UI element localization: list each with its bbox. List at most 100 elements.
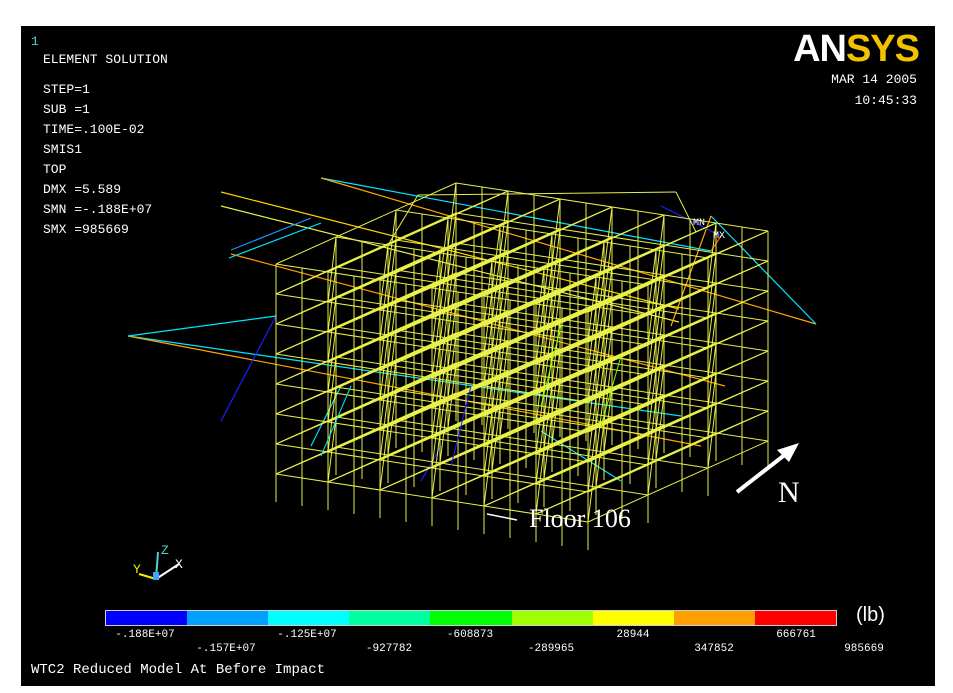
solution-title: ELEMENT SOLUTION [43,52,168,67]
legend-tick-label: -.157E+07 [196,643,256,655]
frame-member [543,383,553,450]
legend-color-band [106,611,188,625]
frame-member [707,342,717,409]
frame-member [655,334,665,401]
frame-member [655,364,665,431]
frame-member [483,290,493,357]
triad-y-label: Y [133,562,141,577]
frame-member [647,309,657,376]
frame-member [491,315,501,382]
triad-x-label: X [175,557,183,572]
frame-member [491,225,501,292]
frame-member [491,345,501,412]
frame-member [483,410,493,477]
frame-member [327,356,337,423]
frame-member [327,326,337,393]
frame-member [595,421,605,488]
param-layer: TOP [43,162,67,177]
frame-member [387,329,397,396]
frame-member [439,337,449,404]
frame-member [417,191,677,196]
legend-unit: (lb) [856,604,885,626]
legend-color-band [754,611,836,625]
frame-member [595,391,605,458]
param-item: SMIS1 [43,142,83,157]
coordinate-triad [138,551,180,580]
frame-member [431,312,441,379]
frame-member [595,241,605,308]
frame-member [551,378,561,445]
north-arrow [735,443,799,494]
ansys-logo: ANSYS [793,28,920,70]
frame-member [483,380,493,447]
legend-tick-label: 28944 [616,629,650,641]
legend-tick-label: -.125E+07 [277,629,337,641]
frame-member [439,247,449,314]
legend-tick-label: -289965 [527,643,575,655]
frame-member [551,198,561,265]
frame-member [275,182,457,265]
wtc2-structural-model [127,177,817,580]
legend-color-band [187,611,269,625]
legend-color-band [268,611,350,625]
param-dmx: DMX =5.589 [43,182,122,197]
frame-member [447,212,457,279]
frame-member [431,432,441,499]
legend-tick-label: -927782 [365,643,413,655]
legend-tick-label: 347852 [694,643,734,655]
frame-member [379,394,389,461]
frame-member [379,364,389,431]
triad-z-label: Z [161,543,169,558]
contour-legend-bar [105,610,837,626]
frame-member [595,301,605,368]
frame-member [439,397,449,464]
frame-member [540,325,562,407]
frame-member [483,440,493,507]
frame-member [603,206,613,273]
frame-member [647,399,657,466]
frame-member [647,339,657,406]
frame-member [447,182,457,249]
frame-member [499,370,509,437]
legend-tick-label: -608873 [446,629,494,641]
frame-member [483,350,493,417]
frame-member [595,271,605,338]
frame-member [707,252,717,319]
frame-member [707,312,717,379]
time-stamp: 10:45:33 [854,93,917,108]
frame-member [491,375,501,442]
frame-member [483,260,493,327]
frame-member [535,328,545,395]
frame-member [551,318,561,385]
legend-color-band [511,611,593,625]
frame-member [379,304,389,371]
frame-member [379,274,389,341]
max-marker: MX [713,231,726,242]
frame-member [379,334,389,401]
frame-member [431,402,441,469]
frame-member [327,386,337,453]
frame-member [587,396,597,463]
frame-member [499,280,509,347]
frame-member [439,367,449,434]
frame-member [439,277,449,344]
frame-member [543,413,553,480]
frame-member [379,244,389,311]
frame-member [707,402,717,469]
param-smn: SMN =-.188E+07 [43,202,153,217]
frame-member [603,236,613,303]
frame-member [491,285,501,352]
graphics-viewport[interactable]: 1 ELEMENT SOLUTION STEP=1 SUB =1 TIME=.1… [21,26,935,686]
frame-member [387,194,419,246]
window-number: 1 [31,34,39,49]
frame-member [387,239,397,306]
frame-member [387,359,397,426]
frame-member [379,424,389,491]
frame-member [320,385,352,457]
frame-member [647,249,657,316]
frame-member [543,293,553,360]
frame-member [595,331,605,398]
frame-member [327,296,337,363]
frame-member [707,222,717,289]
frame-member [535,298,545,365]
